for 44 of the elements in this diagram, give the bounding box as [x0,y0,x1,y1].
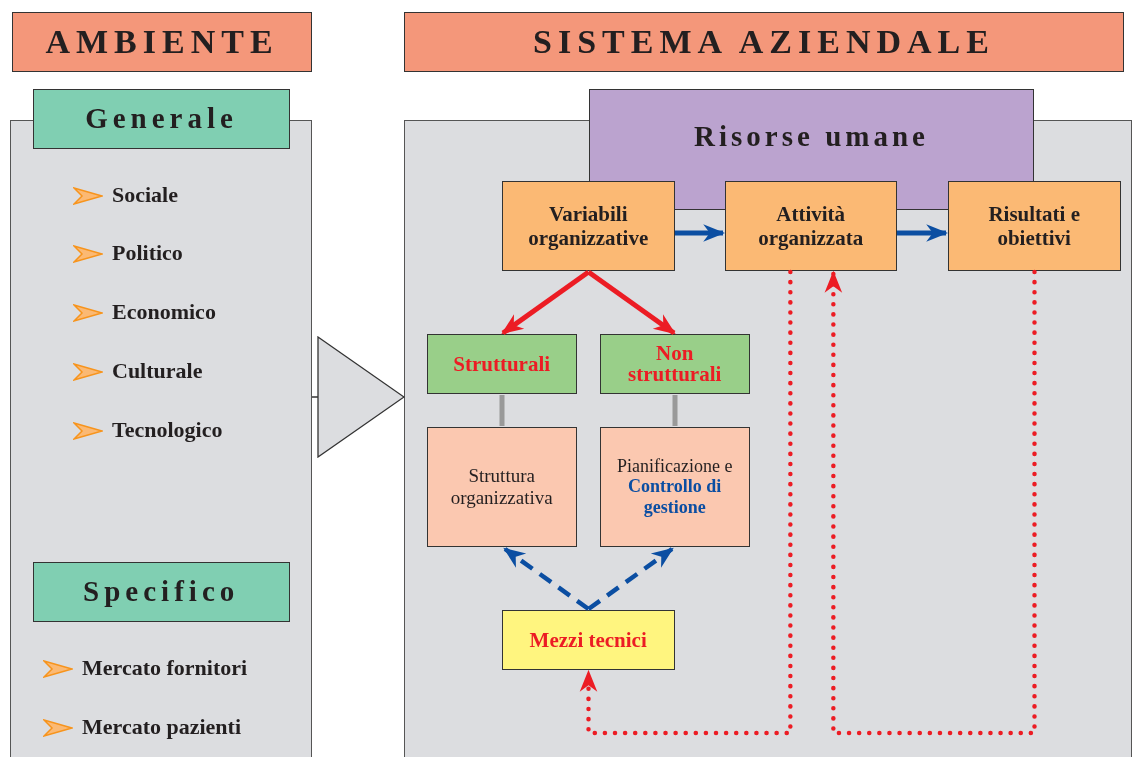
process-box [599,426,750,547]
node-label: Specifico [83,575,240,609]
header-box [404,12,1124,72]
node-label: AMBIENTE [45,22,279,62]
header-box [12,12,312,72]
node-label: Variabili organizzative [527,201,650,250]
node-label: Non strutturali [627,342,723,385]
list-item-text: Culturale [112,358,203,384]
process-box [426,426,577,547]
list-item-text: Politico [112,240,183,266]
node-label: Generale [85,102,238,136]
process-box [724,180,897,271]
process-box [501,180,675,271]
node-label: SISTEMA AZIENDALE [533,22,995,62]
arrow [501,269,590,336]
list-item-text: Mercato fornitori [82,655,248,681]
arrow [587,269,676,336]
arrow [675,224,726,242]
chevron-arrow [311,336,405,458]
panel-box [404,120,1132,757]
category-box [32,561,290,622]
node-label: Risultati e obiettivi [987,201,1081,250]
category-box [33,89,290,149]
process-box [947,180,1121,271]
node-label: Strutturali [453,351,551,376]
node-label: Pianificazione e Controllo di gestione [615,455,734,518]
arrow [824,269,1037,736]
list-item-text: Mercato pazienti [82,714,242,740]
arrow [587,547,674,611]
arrow [503,547,590,611]
arrow [897,224,949,242]
process-box [501,609,675,670]
connector-line [672,395,678,426]
list-item-text: Sociale [112,182,178,208]
node-label: Attività organizzata [757,201,865,250]
category-box [599,333,750,394]
arrow [579,269,793,736]
node-label: Struttura organizzativa [449,464,554,509]
node-label: Risorse umane [694,120,929,154]
list-item-text: Tecnologico [112,417,223,443]
category-box [426,333,577,394]
node-label: Mezzi tecnici [529,627,647,652]
connector-line [499,395,505,426]
list-item-text: Economico [112,299,216,325]
